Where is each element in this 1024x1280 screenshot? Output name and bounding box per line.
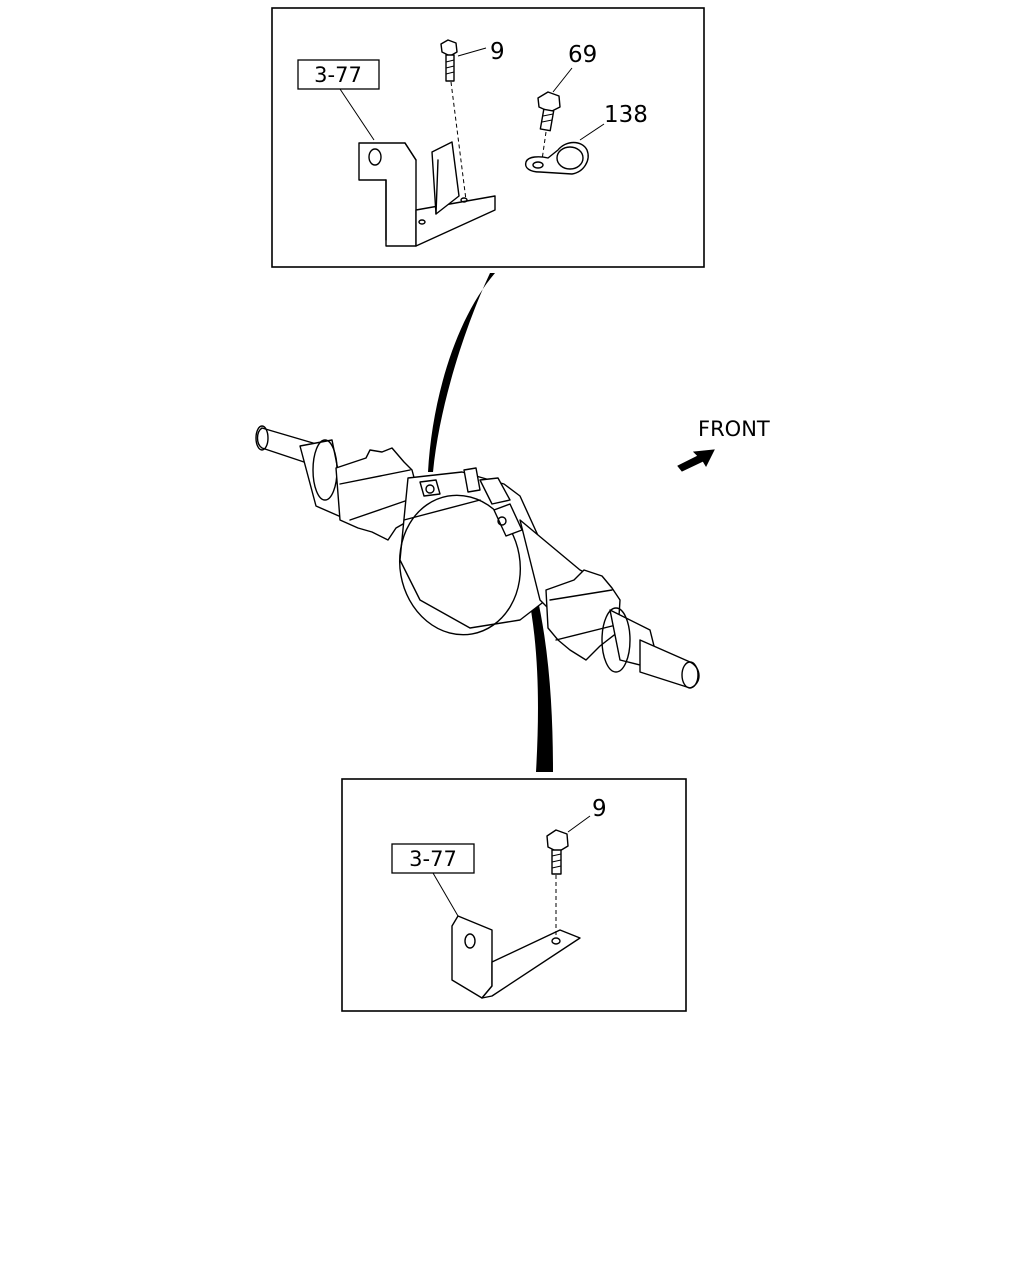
lower-bolt	[546, 829, 569, 936]
front-direction-indicator: FRONT	[677, 417, 770, 472]
front-arrow-icon	[677, 449, 715, 472]
clip-bolt	[537, 91, 561, 161]
lower-ref-box-label: 3-77	[409, 847, 457, 871]
upper-detail-frame	[271, 7, 705, 268]
lower-ref-box[interactable]: 3-77	[391, 843, 475, 874]
lower-leader-swoosh	[516, 548, 553, 772]
rear-axle-assembly	[255, 425, 700, 689]
upper-callout-bolt: 9	[490, 39, 505, 65]
callout-clip-bolt: 69	[568, 42, 597, 68]
callout-clip: 138	[604, 102, 648, 128]
upper-bolt	[440, 39, 467, 201]
upper-ref-box[interactable]: 3-77	[297, 59, 380, 90]
upper-bracket	[358, 141, 496, 247]
lower-bracket	[451, 915, 581, 999]
differential-cover	[398, 494, 522, 636]
lower-detail-panel: 3-77 9	[341, 778, 687, 1012]
upper-detail-panel: 3-77 9	[271, 7, 705, 268]
upper-ref-box-label: 3-77	[314, 63, 362, 87]
pipe-clip	[524, 141, 589, 175]
lower-callout-bolt: 9	[592, 796, 607, 822]
front-label: FRONT	[698, 417, 770, 441]
upper-leader-swoosh	[428, 273, 495, 472]
